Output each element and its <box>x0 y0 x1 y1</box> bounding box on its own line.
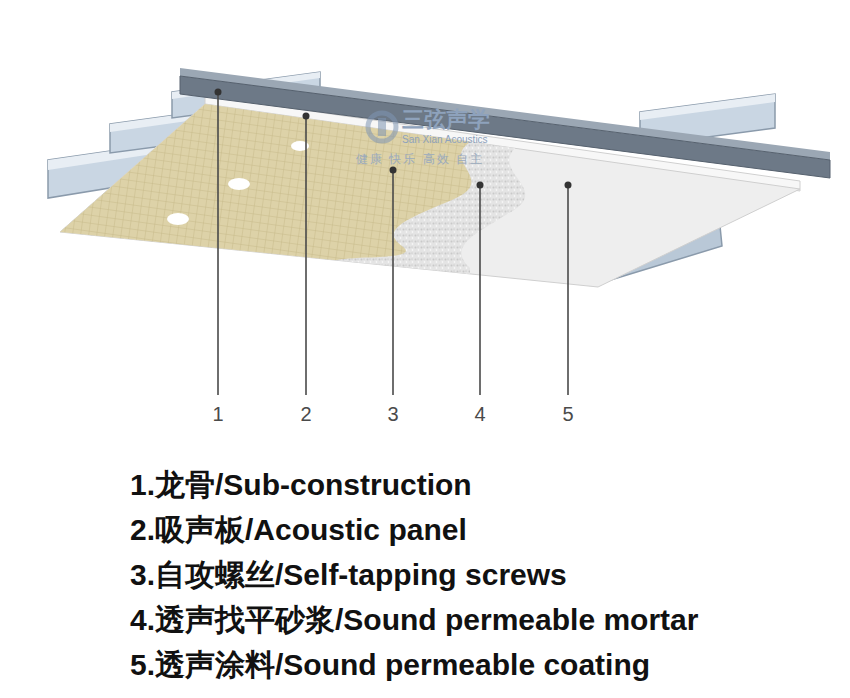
callout-number: 2 <box>300 403 311 425</box>
watermark-logo <box>368 113 396 141</box>
callout-number: 4 <box>474 403 485 425</box>
callout-number: 5 <box>562 403 573 425</box>
legend-item: 5.透声涂料/Sound permeable coating <box>130 647 650 683</box>
watermark-text: 三弦声学 <box>402 108 490 132</box>
watermark-text: 健康 快乐 高效 自主 <box>356 152 484 166</box>
acoustic-panel-core <box>0 0 471 300</box>
callout-number: 3 <box>387 403 398 425</box>
screw-hole <box>167 141 309 225</box>
legend-item: 3.自攻螺丝/Self-tapping screws <box>130 557 567 593</box>
callout-number: 1 <box>212 403 223 425</box>
leader-dot <box>215 89 572 189</box>
leader-line <box>218 92 568 395</box>
mortar-layer <box>0 0 525 300</box>
watermark-text: San Xian Acoustics <box>402 134 488 146</box>
legend-item: 4.透声找平砂浆/Sound permeable mortar <box>130 602 698 638</box>
legend-item: 1.龙骨/Sub-construction <box>130 467 472 503</box>
main-beam <box>180 68 830 178</box>
legend-item: 2.吸声板/Acoustic panel <box>130 512 467 548</box>
